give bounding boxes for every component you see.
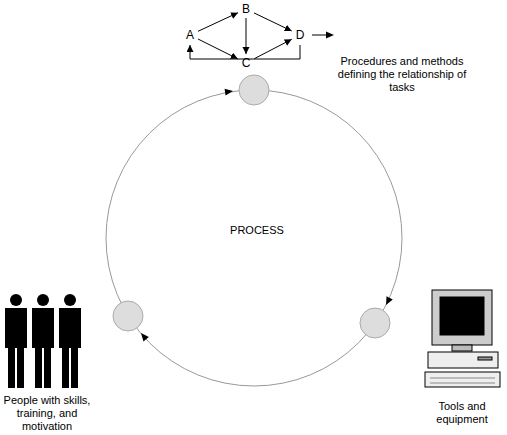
task-arrow bbox=[198, 13, 238, 32]
task-letter: A bbox=[186, 28, 194, 42]
caption-label: People with skills, training, and motiva… bbox=[2, 394, 92, 433]
output-arrow bbox=[312, 32, 334, 39]
computer bbox=[425, 290, 500, 387]
cycle-circle bbox=[360, 308, 390, 338]
task-arrow bbox=[198, 39, 238, 59]
caption-label: Tools and equipment bbox=[420, 400, 504, 426]
task-arrow bbox=[246, 18, 247, 54]
people-figures bbox=[5, 294, 81, 388]
task-node: C bbox=[239, 55, 254, 71]
task-node: A bbox=[183, 27, 197, 43]
cycle-circle bbox=[239, 75, 269, 105]
caption-label: Procedures and methods defining the rela… bbox=[327, 55, 477, 94]
caption-label: PROCESS bbox=[207, 224, 307, 237]
task-arrow bbox=[254, 13, 292, 31]
task-node: D bbox=[293, 27, 308, 43]
process-cycle bbox=[106, 90, 402, 386]
cycle-circle bbox=[113, 301, 143, 331]
task-arrow bbox=[254, 39, 291, 58]
cycle-arrowheads bbox=[138, 88, 392, 342]
task-letter: B bbox=[242, 2, 250, 16]
task-letter: C bbox=[242, 56, 251, 70]
task-letter: D bbox=[296, 28, 305, 42]
task-node: B bbox=[239, 1, 253, 17]
